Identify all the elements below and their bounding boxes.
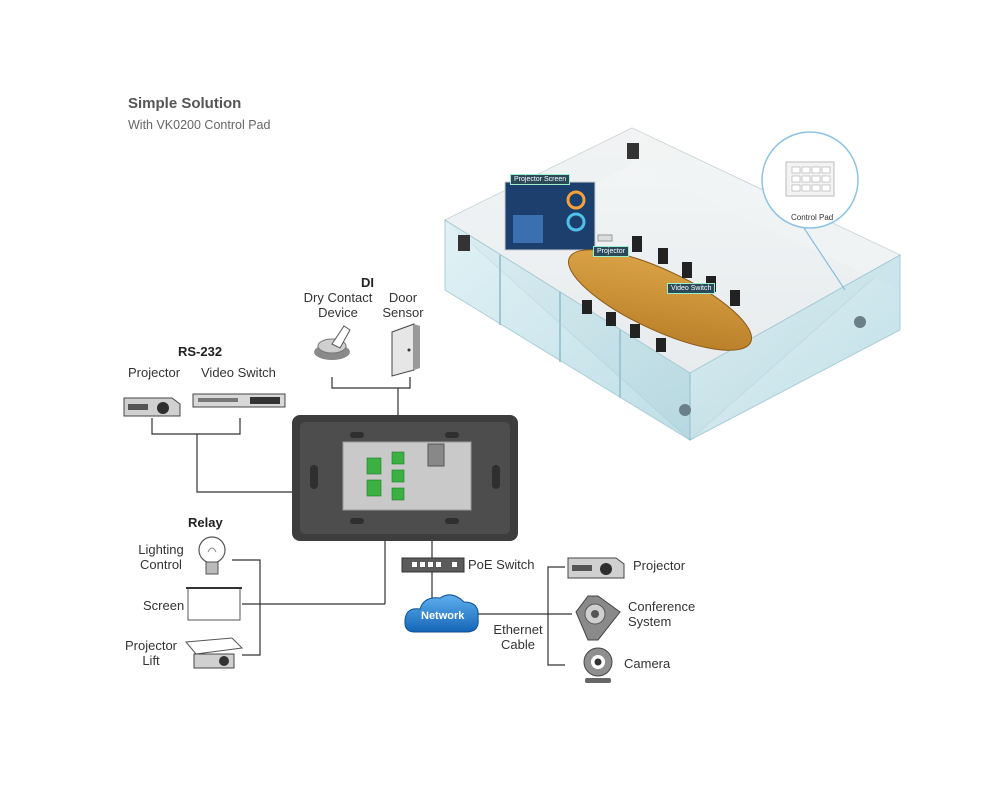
lighting-control-label-line2: Control bbox=[140, 557, 182, 572]
projector-lift-label-line1: Projector bbox=[124, 638, 178, 653]
door-sensor-label: Door Sensor bbox=[378, 290, 428, 320]
page-subtitle: With VK0200 Control Pad bbox=[128, 118, 271, 132]
tag-control-pad: Control Pad bbox=[791, 213, 834, 222]
ethernet-cable-label: Ethernet Cable bbox=[488, 622, 548, 652]
tag-video-switch: Video Switch bbox=[667, 283, 716, 294]
door-sensor-label-line2: Sensor bbox=[382, 305, 424, 320]
conference-system-icon bbox=[575, 595, 621, 641]
poe-switch-label: PoE Switch bbox=[468, 557, 535, 572]
network-cloud-icon bbox=[404, 594, 479, 633]
conference-system-label: Conference System bbox=[628, 599, 695, 629]
light-bulb-icon bbox=[198, 536, 226, 575]
rs232-projector-label: Projector bbox=[128, 365, 181, 380]
lighting-control-label: Lighting Control bbox=[128, 542, 194, 572]
dry-contact-label-line1: Dry Contact bbox=[303, 290, 373, 305]
conference-system-label-line2: System bbox=[628, 614, 672, 629]
door-sensor-label-line1: Door bbox=[388, 290, 418, 305]
camera-icon bbox=[583, 647, 613, 683]
dry-contact-label-line2: Device bbox=[318, 305, 358, 320]
lighting-control-label-line1: Lighting bbox=[138, 542, 184, 557]
projector-lift-label: Projector Lift bbox=[118, 638, 184, 668]
projector-rs232-icon bbox=[123, 397, 181, 417]
projector-lift-icon bbox=[185, 637, 244, 669]
ethernet-cable-label-line1: Ethernet bbox=[493, 622, 543, 637]
relay-heading: Relay bbox=[188, 515, 223, 530]
screen-icon bbox=[186, 587, 242, 621]
projector-lift-label-line2: Lift bbox=[142, 653, 160, 668]
door-sensor-icon bbox=[391, 323, 420, 377]
screen-label: Screen bbox=[143, 598, 185, 613]
di-heading: DI bbox=[361, 275, 374, 290]
control-pad-device bbox=[292, 415, 518, 541]
network-projector-label: Projector bbox=[633, 558, 686, 573]
page-title: Simple Solution bbox=[128, 95, 242, 112]
video-switch-icon bbox=[192, 393, 286, 408]
projector-network-icon bbox=[567, 557, 625, 579]
network-label: Network bbox=[421, 610, 465, 622]
dry-contact-icon bbox=[314, 325, 351, 360]
rs232-heading: RS-232 bbox=[178, 344, 223, 359]
conference-system-label-line1: Conference bbox=[628, 599, 696, 614]
rs232-video-switch-label: Video Switch bbox=[201, 365, 276, 380]
tag-projector: Projector bbox=[593, 246, 630, 257]
dry-contact-label: Dry Contact Device bbox=[300, 290, 376, 320]
poe-switch-icon bbox=[401, 557, 465, 573]
camera-label: Camera bbox=[624, 656, 671, 671]
ethernet-cable-label-line2: Cable bbox=[501, 637, 535, 652]
tag-projector-screen: Projector Screen bbox=[510, 174, 571, 185]
